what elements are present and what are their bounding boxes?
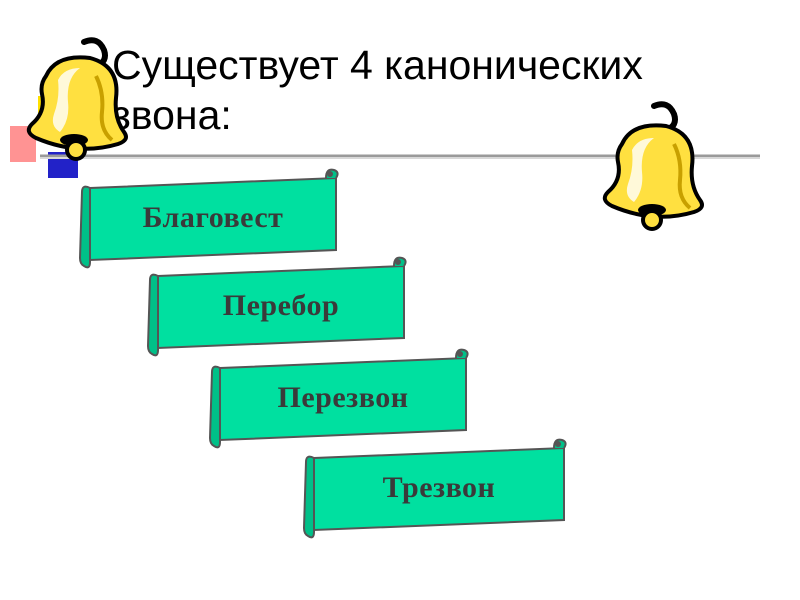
scroll-label: Перебор xyxy=(222,289,340,322)
scroll-banner-1: Благовест xyxy=(78,166,340,270)
scroll-banner-4: Трезвон xyxy=(302,436,568,540)
bell-icon xyxy=(602,101,704,231)
scroll-label: Благовест xyxy=(142,201,284,234)
scroll-banner-3: Перезвон xyxy=(208,346,470,450)
bell-icon xyxy=(26,37,128,161)
scroll-label: Трезвон xyxy=(382,471,496,504)
scroll-banner-2: Перебор xyxy=(146,254,408,358)
scroll-label: Перезвон xyxy=(277,381,409,414)
page-title: Существует 4 канонических звона: xyxy=(112,42,643,138)
